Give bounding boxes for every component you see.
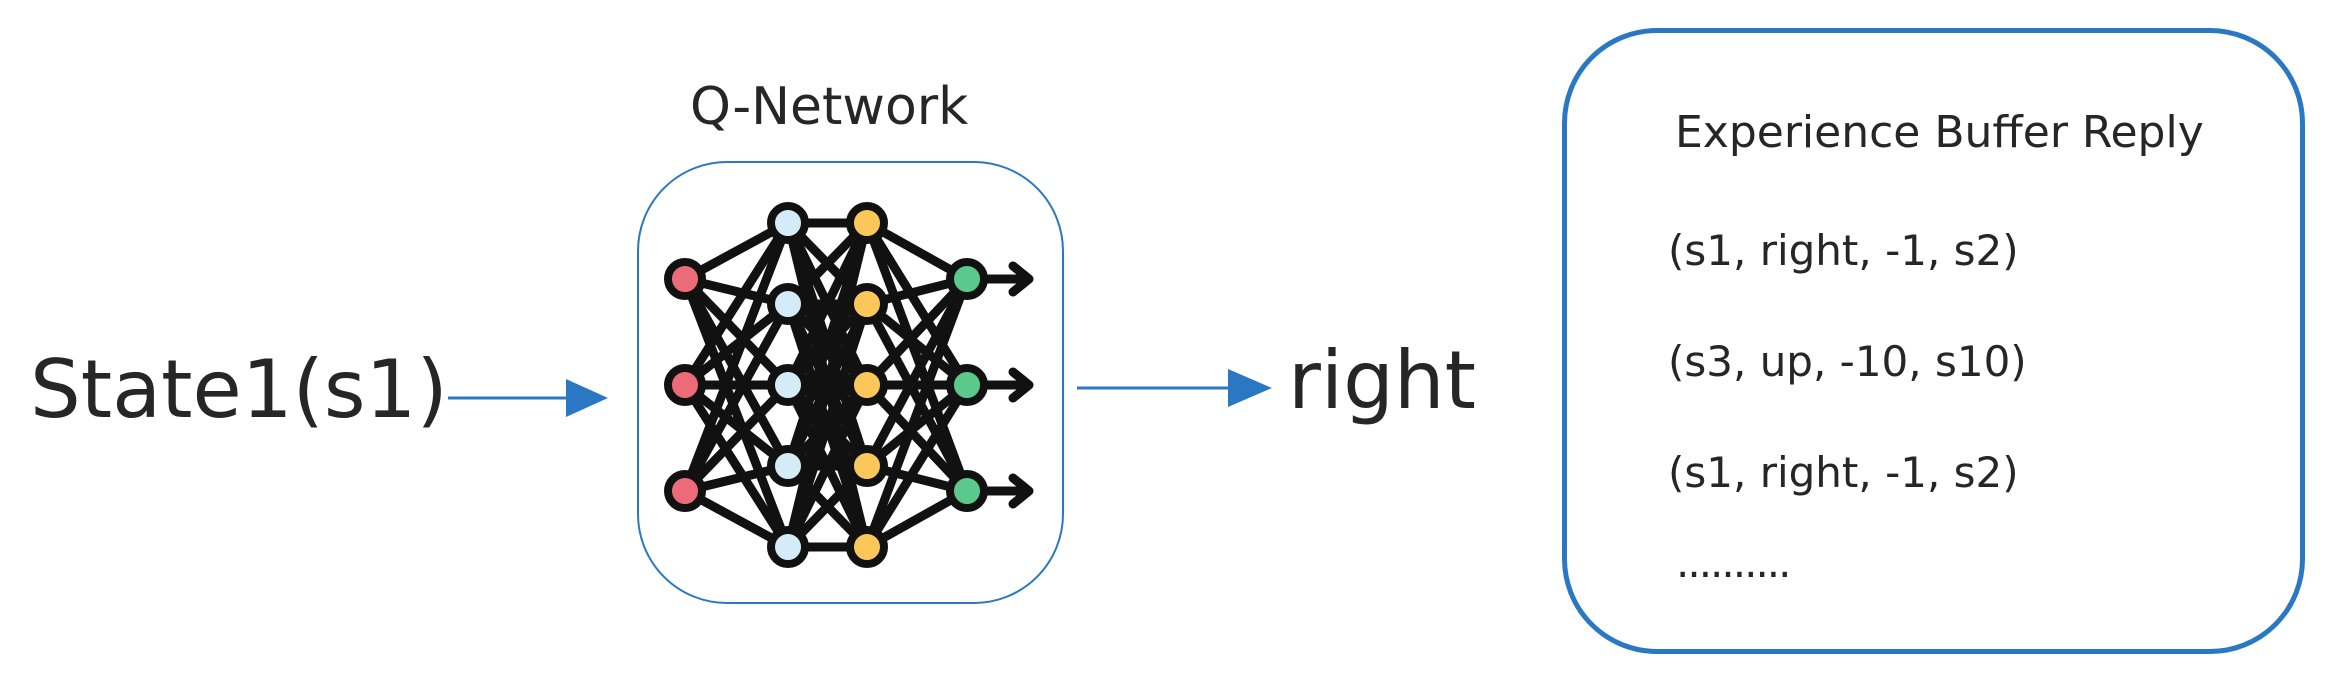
- buffer-entry: (s1, right, -1, s2): [1668, 448, 2019, 497]
- network-node: [946, 258, 988, 300]
- network-node: [846, 202, 888, 244]
- network-node: [767, 283, 809, 325]
- neural-network-icon: [664, 202, 1034, 568]
- network-node: [846, 364, 888, 406]
- buffer-title: Experience Buffer Reply: [1675, 107, 2204, 158]
- state-label: State1(s1): [30, 343, 448, 436]
- network-node: [767, 202, 809, 244]
- arrow-network-to-action: [1077, 369, 1272, 407]
- network-title: Q-Network: [690, 77, 969, 137]
- network-node: [767, 526, 809, 568]
- network-node: [946, 364, 988, 406]
- network-node: [767, 445, 809, 487]
- network-node: [846, 283, 888, 325]
- experience-buffer-panel: [1562, 28, 2305, 654]
- network-node: [846, 526, 888, 568]
- network-node: [664, 470, 706, 512]
- network-connections: [680, 218, 972, 552]
- action-label: right: [1288, 334, 1476, 427]
- network-node: [664, 364, 706, 406]
- buffer-entry: (s1, right, -1, s2): [1668, 226, 2019, 275]
- arrow-state-to-network: [448, 379, 608, 417]
- buffer-ellipsis: ..........: [1676, 538, 1792, 587]
- network-node: [846, 445, 888, 487]
- network-node: [767, 364, 809, 406]
- buffer-entry: (s3, up, -10, s10): [1668, 337, 2027, 386]
- network-node: [664, 258, 706, 300]
- network-node: [946, 470, 988, 512]
